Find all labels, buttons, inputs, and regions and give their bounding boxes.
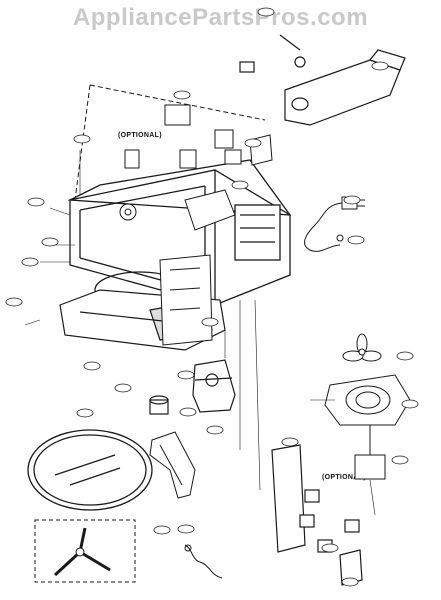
watermark-logo: AppliancePartsPros.com [72,4,369,31]
door-switch-assembly [271,444,363,586]
tray-support [34,519,136,583]
waveguide-bracket [149,431,196,499]
front-panel [159,254,213,346]
turntable-tray [27,429,153,511]
fan-duct [239,34,406,126]
fan-assembly [324,333,411,480]
fuse-wire [184,544,223,579]
optional-label-top: (OPTIONAL) [118,132,162,139]
top-components [119,104,273,231]
magnetron [149,359,236,415]
optional-label-right: (OPTIONAL) [322,474,366,481]
callout-bubbles [5,7,419,587]
leader-lines [24,150,376,516]
